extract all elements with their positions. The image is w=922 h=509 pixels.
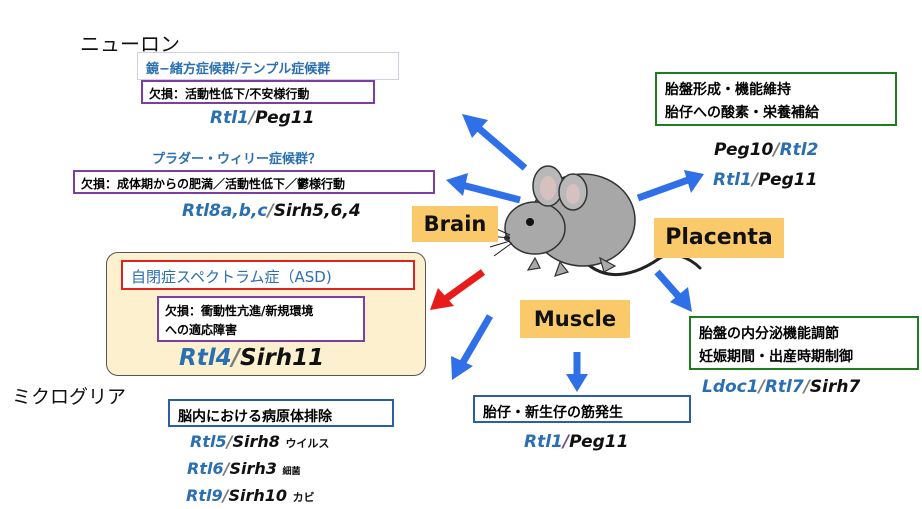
gene-name: Sirh3 [229, 459, 277, 478]
deficit2-box: 欠損：成体期からの肥満／活動性低下／鬱様行動 [73, 170, 435, 194]
gene-name: Rtl6 [187, 459, 224, 478]
syndrome2-label: プラダー・ウィリー症候群？ [152, 152, 322, 167]
gene-name: Sirh10 [228, 486, 287, 505]
syndrome1-box: 鏡−緒方症候群/テンプル症候群 [137, 52, 399, 80]
asd-deficit-line1: 欠損：衝動性亢進/新規環境 [165, 304, 314, 318]
microglia-function-box: 脳内における病原体排除 [168, 399, 394, 427]
muscle-function-box: 胎仔・新生仔の筋発生 [473, 395, 691, 423]
gene-name: Rtl1 [210, 108, 249, 128]
arrow-to-asd [430, 269, 486, 310]
gene-name: Ldoc1 [702, 377, 759, 397]
placenta-function-line1: 胎盤形成・機能維持 [665, 82, 791, 98]
gene-name: Rtl8a,b,c [182, 201, 268, 221]
gene-name: Peg11 [255, 108, 315, 128]
mouse-illustration [487, 165, 702, 277]
gene-name: Sirh7 [809, 377, 861, 397]
gene-rtl5-sirh8: Rtl5/Sirh8 ウイルス [190, 432, 330, 451]
gene-name: Rtl7 [764, 377, 804, 397]
muscle-function: 胎仔・新生仔の筋発生 [483, 405, 623, 421]
gene-name: Sirh5,6,4 [273, 201, 361, 221]
microglia-function: 脳内における病原体排除 [178, 409, 332, 425]
placenta-endocrine-line1: 胎盤の内分泌機能調節 [699, 326, 839, 342]
arrow-to-muscle [566, 352, 588, 392]
placenta-endocrine-line2: 妊娠期間・出産時期制御 [699, 349, 853, 365]
gene-name: Peg11 [758, 170, 818, 190]
gene-rtl1-peg11-neuron: Rtl1/Peg11 [210, 108, 315, 128]
gene-name: Rtl1 [524, 432, 563, 452]
gene-rtl9-sirh10: Rtl9/Sirh10 カビ [186, 486, 315, 505]
organ-muscle: Muscle [520, 300, 630, 338]
pathogen-label: 細菌 [282, 467, 301, 477]
gene-rtl1-peg11-placenta: Rtl1/Peg11 [713, 170, 818, 190]
asd-deficit-line2: への適応障害 [165, 323, 238, 337]
deficit1-label: 欠損：活動性低下/不安様行動 [149, 87, 310, 101]
deficit2-label: 欠損：成体期からの肥満／活動性低下／鬱様行動 [81, 177, 346, 191]
placenta-function-box: 胎盤形成・機能維持 胎仔への酸素・栄養補給 [655, 72, 897, 126]
arrow-to-neuron [462, 114, 528, 171]
organ-brain: Brain [412, 206, 498, 242]
gene-name: Rtl4 [179, 345, 232, 371]
gene-name: Peg11 [569, 432, 629, 452]
pathogen-label: ウイルス [285, 437, 330, 450]
placenta-endocrine-box: 胎盤の内分泌機能調節 妊娠期間・出産時期制御 [689, 316, 919, 370]
gene-rtl8-sirh5: Rtl8a,b,c/Sirh5,6,4 [182, 201, 361, 221]
organ-placenta: Placenta [654, 218, 784, 258]
pathogen-label: カビ [292, 491, 315, 504]
arrow-to-microglia [451, 314, 494, 380]
gene-name: Rtl9 [186, 486, 223, 505]
placenta-function-line2: 胎仔への酸素・栄養補給 [665, 105, 819, 121]
arrow-to-placenta-endocrine [654, 269, 692, 312]
gene-name: Rtl5 [190, 432, 227, 451]
gene-name: Rtl2 [779, 140, 819, 160]
gene-rtl6-sirh3: Rtl6/Sirh3 細菌 [187, 459, 301, 478]
gene-rtl1-peg11-muscle: Rtl1/Peg11 [524, 432, 629, 452]
asd-title: 自閉症スペクトラム症（ASD) [131, 268, 332, 286]
syndrome1-label: 鏡−緒方症候群/テンプル症候群 [146, 62, 331, 77]
gene-name: Sirh8 [232, 432, 280, 451]
microglia-heading: ミクログリア [12, 386, 127, 408]
arrow-to-obesity [446, 173, 521, 204]
gene-name: Peg10 [714, 140, 774, 160]
gene-ldoc1-rtl7-sirh7: Ldoc1/Rtl7/Sirh7 [702, 377, 861, 397]
gene-name: Rtl1 [713, 170, 752, 190]
gene-peg10-rtl2: Peg10/Rtl2 [714, 140, 819, 160]
asd-deficit-box: 欠損：衝動性亢進/新規環境 への適応障害 [157, 296, 365, 342]
deficit1-box: 欠損：活動性低下/不安様行動 [141, 80, 375, 104]
gene-name: Sirh11 [240, 345, 325, 371]
asd-title-box: 自閉症スペクトラム症（ASD) [121, 260, 415, 290]
asd-panel: 自閉症スペクトラム症（ASD) 欠損：衝動性亢進/新規環境 への適応障害 Rtl… [106, 252, 426, 376]
gene-rtl4-sirh11: Rtl4/Sirh11 [179, 345, 325, 371]
arrow-to-placenta-function [636, 170, 704, 202]
